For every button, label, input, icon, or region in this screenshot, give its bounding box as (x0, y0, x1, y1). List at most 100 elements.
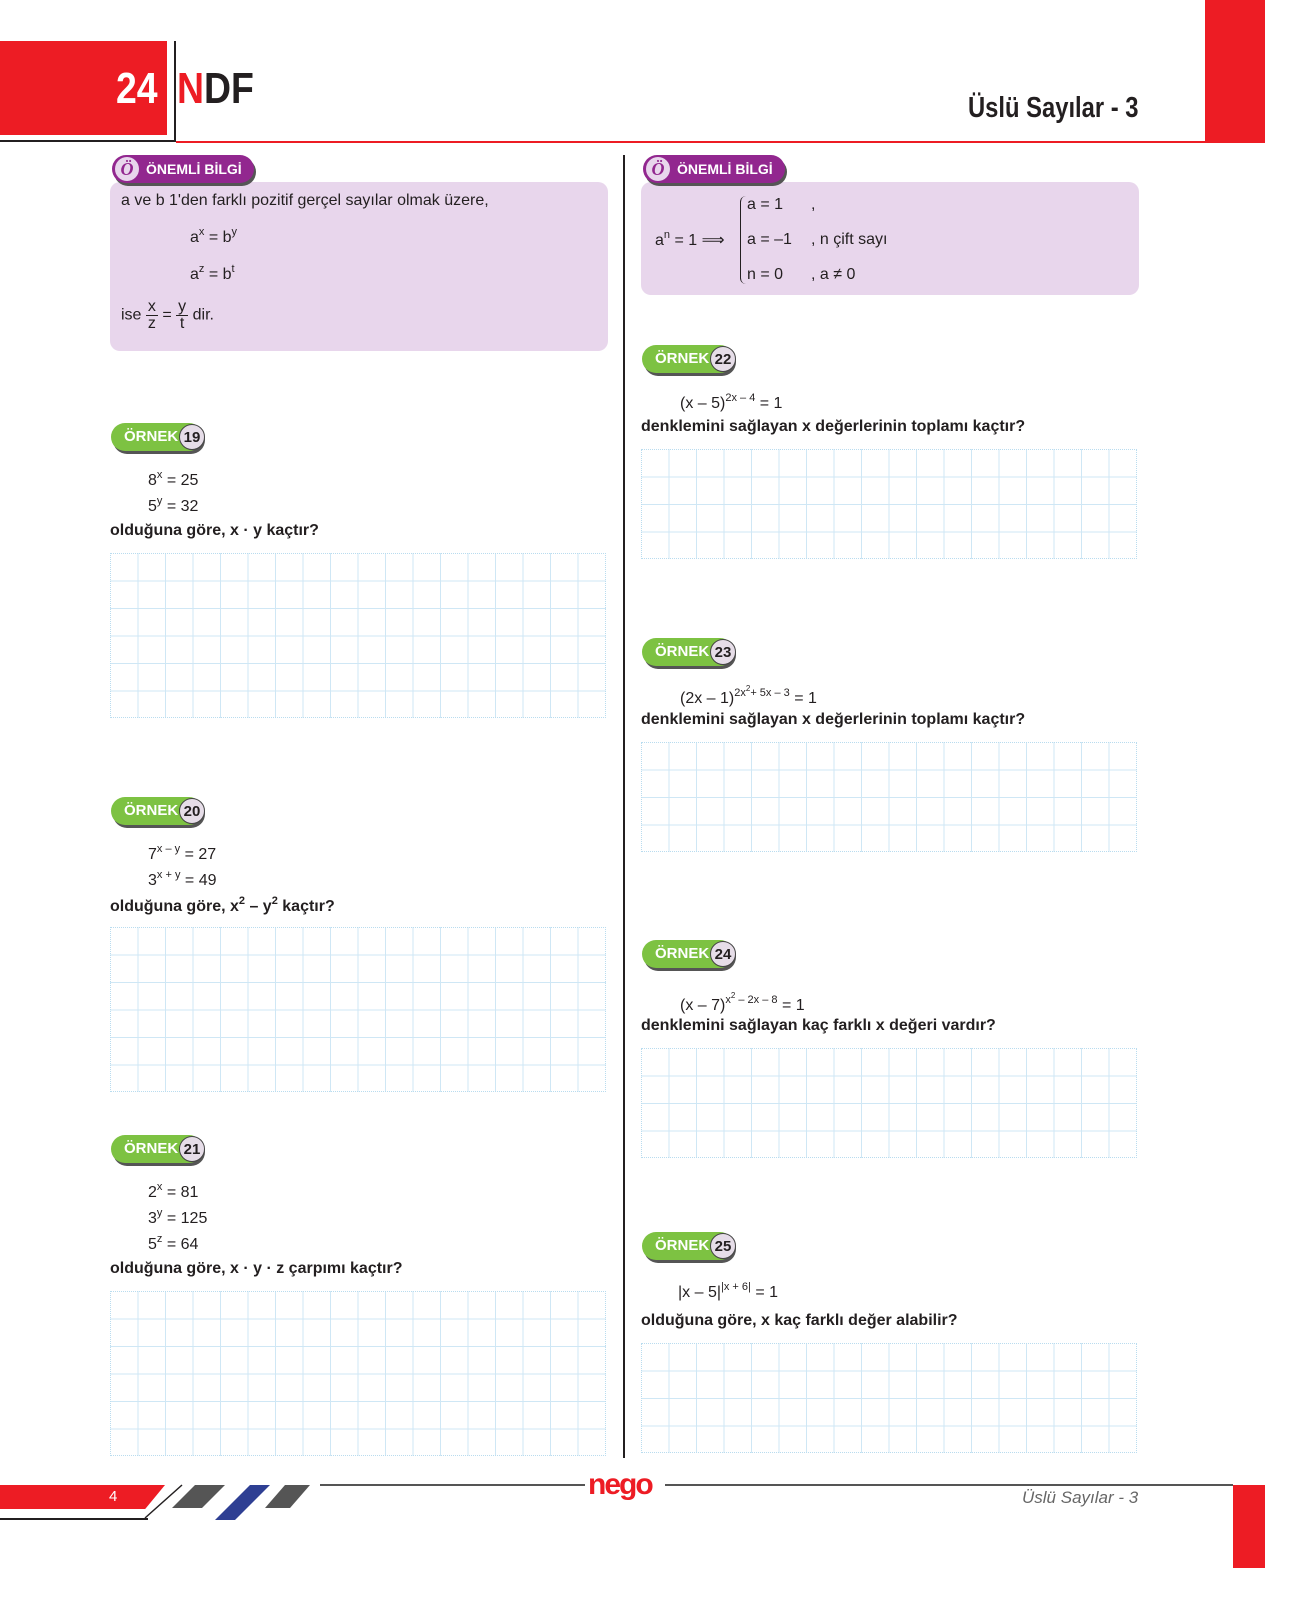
rhs: = 49 (180, 872, 217, 889)
info-eq2: az = bt (190, 263, 235, 284)
case-2: a = –1, n çift sayı (747, 231, 887, 249)
exp-a2: 2 (730, 991, 736, 1000)
badge-number: 25 (710, 1233, 736, 1259)
answer-grid-21[interactable] (110, 1291, 606, 1456)
badge-label: ÖRNEK (655, 945, 710, 962)
answer-grid-25[interactable] (641, 1343, 1137, 1453)
exp-b: – 2x – 8 (735, 994, 778, 1006)
example-22-eq: (x – 5)2x – 4 = 1 (680, 392, 782, 413)
q-pre: olduğuna göre, x (110, 898, 239, 915)
denominator: t (179, 315, 185, 332)
q-mid: – y (245, 898, 272, 915)
rhs: = 1 (750, 1284, 779, 1301)
badge-number: 23 (710, 639, 736, 665)
exp: x (156, 469, 163, 481)
example-23-question: denklemini sağlayan x değerlerinin topla… (641, 711, 1026, 728)
header-red-block (0, 41, 167, 135)
base: |x – 5| (678, 1284, 721, 1301)
answer-grid-24[interactable] (641, 1048, 1137, 1158)
rhs: = 125 (162, 1210, 208, 1227)
info-box-left: a ve b 1'den farklı pozitif gerçel sayıl… (110, 182, 608, 351)
answer-grid-19[interactable] (110, 553, 606, 718)
badge-number: 21 (179, 1136, 205, 1162)
info-icon: Ö (115, 157, 139, 181)
example-24-eq: (x – 7)x2 – 2x – 8 = 1 (680, 991, 805, 1015)
eq-base: a (190, 229, 199, 246)
exp: x2 – 2x – 8 (725, 991, 778, 1006)
eq-exp: z (198, 263, 205, 275)
eq-base: a (190, 266, 199, 283)
example-20-question: olduğuna göre, x2 – y2 kaçtır? (110, 895, 335, 916)
footer-right-bar (1233, 1485, 1265, 1568)
badge-label: ÖNEMLİ BİLGİ (677, 161, 773, 177)
header-underline-dark (0, 140, 175, 142)
eq-exp: x (198, 226, 205, 238)
badge-label: ÖRNEK (124, 428, 179, 445)
badge-number: 20 (179, 798, 205, 824)
example-21-eq2: 3y = 125 (148, 1207, 207, 1228)
case-1: a = 1, (747, 196, 815, 214)
rhs: = 64 (162, 1236, 199, 1253)
badge-label: ÖRNEK (655, 643, 710, 660)
case-cond: n = 0 (747, 266, 784, 283)
lhs-base: a (655, 232, 664, 249)
eq-rhs: = b (204, 266, 232, 283)
info-eq1: ax = by (190, 226, 237, 247)
exp-b: + 5x – 3 (750, 687, 790, 699)
example-19-eq2: 5y = 32 (148, 495, 198, 516)
badge-number: 19 (179, 424, 205, 450)
exp: z (156, 1233, 163, 1245)
badge-label: ÖRNEK (124, 1140, 179, 1157)
eq-rexp: t (231, 263, 235, 275)
rhs: = 1 (789, 690, 817, 707)
rhs: = 81 (162, 1184, 199, 1201)
exp-a: 2x (734, 687, 746, 699)
footer-title: Üslü Sayılar - 3 (1022, 1488, 1139, 1507)
column-divider (623, 155, 625, 1458)
exp: 2x – 4 (725, 392, 756, 404)
answer-grid-23[interactable] (641, 742, 1137, 852)
example-20-eq1: 7x – y = 27 (148, 843, 216, 864)
footer-stripes (144, 1484, 310, 1520)
eq-rhs: = b (204, 229, 232, 246)
exp-a2: 2 (745, 684, 751, 693)
page-label: 24 (116, 64, 158, 113)
example-20-eq2: 3x + y = 49 (148, 869, 216, 890)
exp: y (156, 495, 163, 507)
exp-a: x (725, 994, 731, 1006)
concl-pre: ise (121, 306, 142, 324)
page-title: Üslü Sayılar - 3 (968, 92, 1139, 124)
badge-label: ÖRNEK (124, 802, 179, 819)
base: (2x – 1) (680, 690, 735, 707)
q-exp: 2 (271, 895, 278, 907)
answer-grid-20[interactable] (110, 927, 606, 1092)
base: 8 (148, 472, 157, 489)
exp: 2x2+ 5x – 3 (734, 684, 790, 699)
numerator: x (145, 298, 158, 316)
base: (x – 7) (680, 997, 726, 1014)
footer-red-tab (0, 1485, 165, 1509)
base: 3 (148, 872, 157, 889)
concl-post: dir. (192, 306, 214, 324)
case-note: , n çift sayı (811, 231, 888, 248)
case-note: , a ≠ 0 (811, 266, 856, 283)
publisher-logo: nego (588, 1468, 654, 1501)
answer-grid-22[interactable] (641, 449, 1137, 559)
footer-page-number: 4 (109, 1488, 118, 1505)
example-19-question: olduğuna göre, x · y kaçtır? (110, 522, 319, 539)
example-21-question: olduğuna göre, x · y · z çarpımı kaçtır? (110, 1260, 403, 1277)
example-21-eq3: 5z = 64 (148, 1233, 198, 1254)
brace (740, 196, 746, 284)
rhs: = 27 (180, 846, 217, 863)
base: 5 (148, 498, 157, 515)
base: 3 (148, 1210, 157, 1227)
base: 7 (148, 846, 157, 863)
